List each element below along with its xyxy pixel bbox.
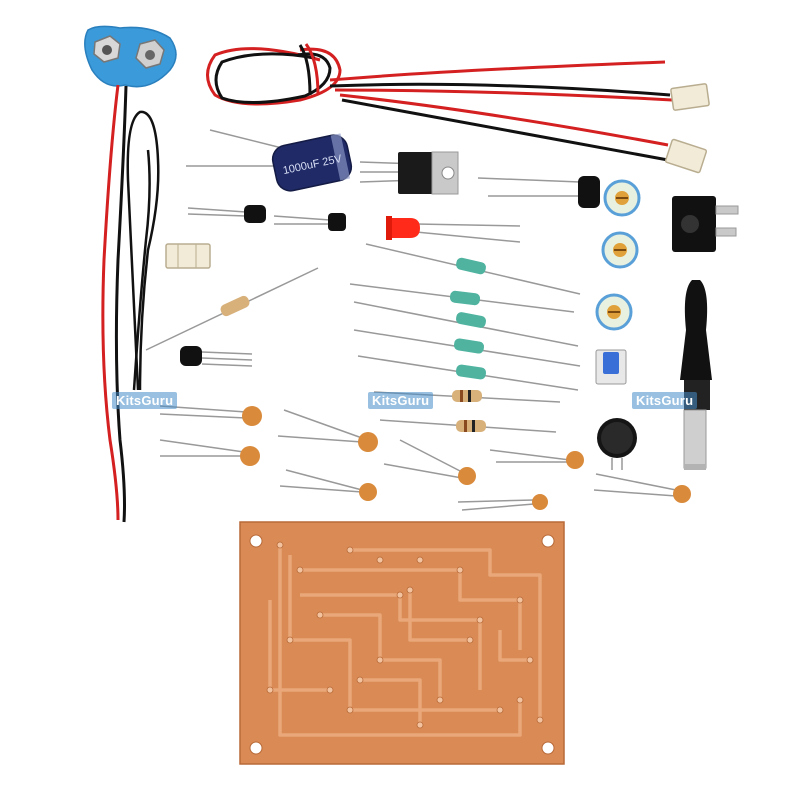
trimmer-potentiometer [603,179,641,217]
push-button [595,349,627,385]
voltage-regulator [359,151,459,195]
transistor [477,176,600,208]
microphone [597,418,637,470]
trimmer-potentiometer [601,231,639,269]
ceramic-capacitor [383,439,476,485]
watermark: KitsGuru [368,392,434,409]
dc-jack [672,196,739,252]
resistor [373,390,561,403]
ceramic-capacitor [279,469,377,501]
ceramic-capacitor [277,409,378,452]
wire-harness [206,43,673,162]
watermark: KitsGuru [632,392,698,409]
resistor [353,301,579,347]
ceramic-capacitor [159,405,262,426]
ceramic-capacitor [489,449,584,469]
transistor [180,346,253,367]
ceramic-capacitor [457,494,548,511]
trimmer-potentiometer [595,293,633,331]
electrolytic-capacitor: 1000uF 25V [186,129,353,192]
jst-connector [165,83,710,269]
watermark: KitsGuru [112,392,178,409]
battery-clip [84,25,177,523]
resistor [365,243,581,295]
resistor [379,419,557,433]
resistor [145,267,319,351]
resistor [353,329,581,367]
twisted-wire [126,110,160,391]
ceramic-capacitor [593,473,691,503]
pcb [239,521,565,765]
resistor [349,283,575,313]
led [386,216,521,243]
transistor [187,205,346,231]
resistor [357,355,579,391]
ceramic-capacitor [159,439,260,466]
